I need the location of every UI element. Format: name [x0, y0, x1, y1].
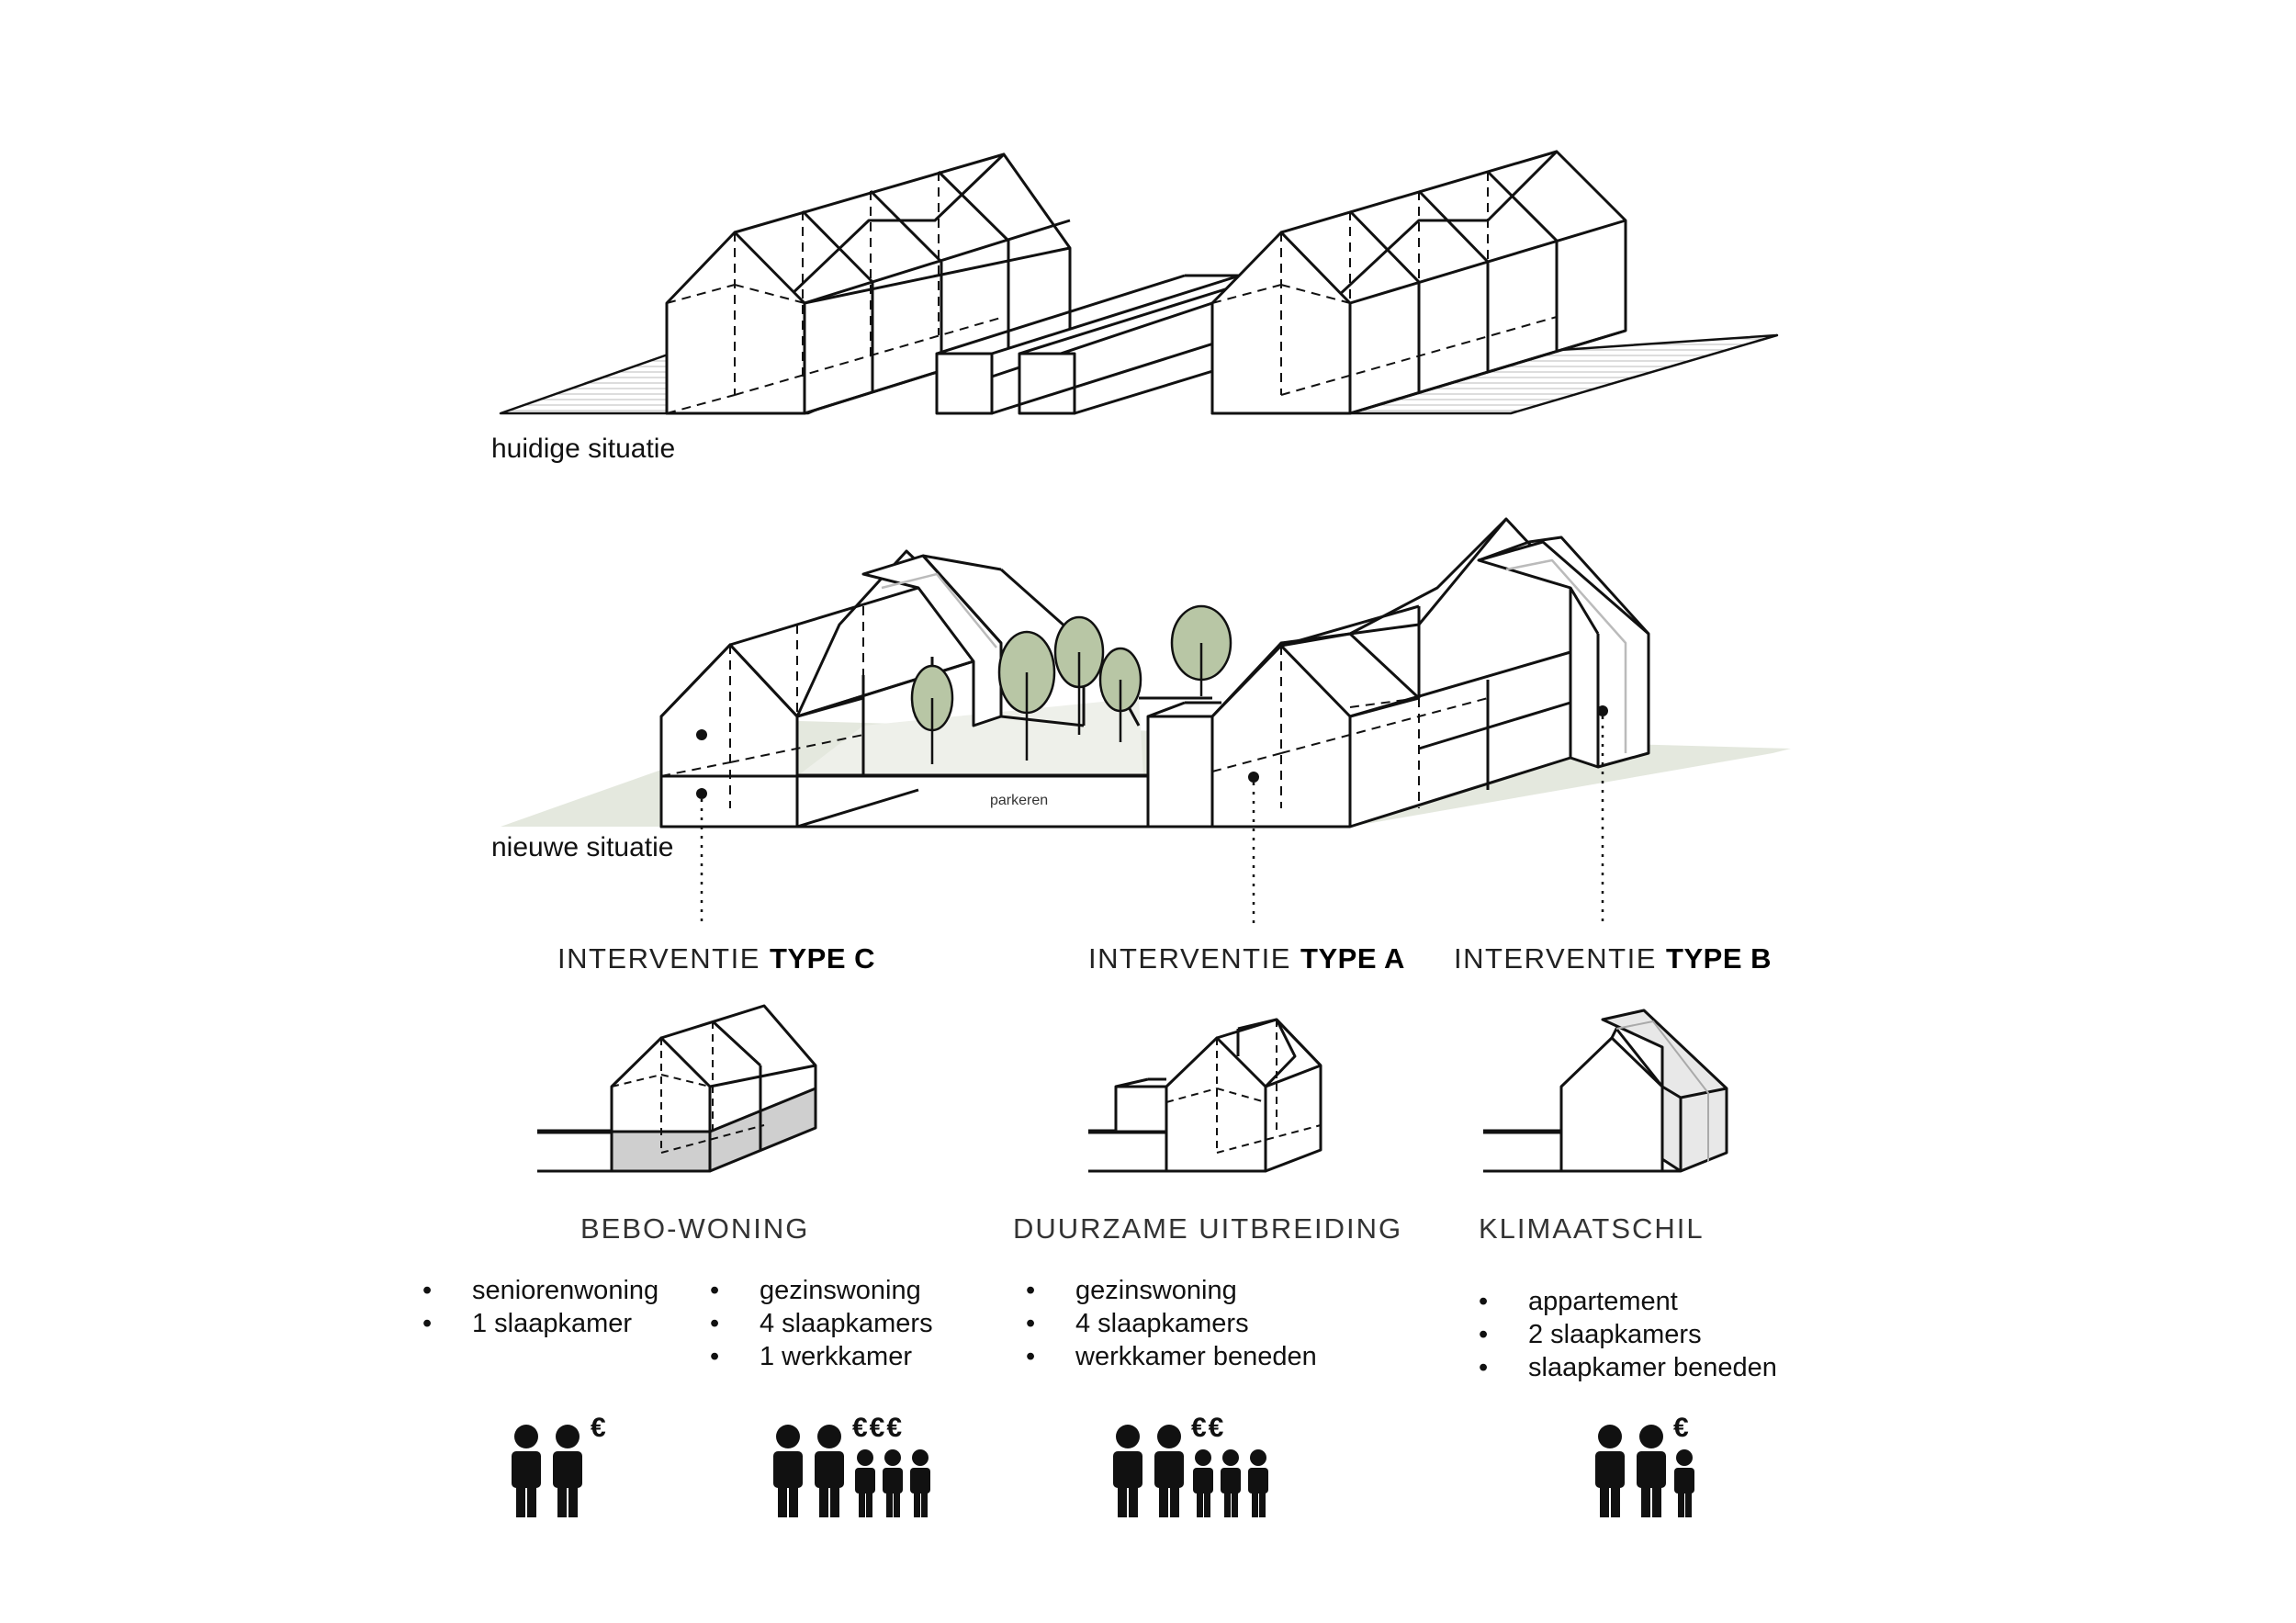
- child-icon: [1248, 1449, 1268, 1517]
- list-item: 2 slaapkamers: [1479, 1318, 1777, 1351]
- child-icon: [1674, 1449, 1694, 1517]
- adult-icon: [553, 1425, 582, 1517]
- euro-cost-senior: €: [591, 1413, 608, 1443]
- courtyard-trees: [910, 604, 1232, 764]
- household-apartment: [1595, 1425, 1694, 1517]
- tree: [997, 630, 1056, 761]
- type-c-prefix: INTERVENTIE: [557, 942, 771, 975]
- current-middle-blocks: [935, 274, 1242, 415]
- child-icon: [910, 1449, 930, 1517]
- type-c-diagram: [537, 1004, 817, 1173]
- list-item: seniorenwoning: [422, 1274, 658, 1307]
- list-item: 1 slaapkamer: [422, 1307, 658, 1340]
- type-b-title: KLIMAATSCHIL: [1479, 1212, 1705, 1245]
- type-a-diagram: [1088, 1018, 1322, 1173]
- child-icon: [855, 1449, 875, 1517]
- child-icon: [883, 1449, 903, 1517]
- list-item: gezinswoning: [1026, 1274, 1317, 1307]
- type-b-heading: INTERVENTIE TYPE B: [1454, 942, 1772, 975]
- tree: [1170, 604, 1232, 696]
- adult-icon: [815, 1425, 844, 1517]
- type-c-family-list: gezinswoning 4 slaapkamers 1 werkkamer: [710, 1274, 933, 1373]
- new-situation-label: nieuwe situatie: [491, 832, 674, 862]
- type-b-list: appartement 2 slaapkamers slaapkamer ben…: [1479, 1285, 1777, 1384]
- list-item: 1 werkkamer: [710, 1340, 933, 1373]
- adult-icon: [1637, 1425, 1666, 1517]
- list-item: appartement: [1479, 1285, 1777, 1318]
- tree: [910, 664, 954, 764]
- euro-cost-family-c: €€€: [852, 1413, 905, 1443]
- list-item: 4 slaapkamers: [710, 1307, 933, 1340]
- list-item: werkkamer beneden: [1026, 1340, 1317, 1373]
- euro-cost-apartment: €: [1673, 1413, 1691, 1443]
- current-left-house: [665, 152, 1072, 415]
- list-item: 4 slaapkamers: [1026, 1307, 1317, 1340]
- adult-icon: [1154, 1425, 1184, 1517]
- type-a-prefix: INTERVENTIE: [1088, 942, 1301, 975]
- type-c-title: BEBO-WONING: [580, 1212, 810, 1245]
- type-a-title: DUURZAME UITBREIDING: [1013, 1212, 1403, 1245]
- type-c-label: TYPE C: [770, 942, 875, 975]
- type-c-heading: INTERVENTIE TYPE C: [557, 942, 875, 975]
- current-situation-label: huidige situatie: [491, 434, 676, 464]
- courtyard: [797, 698, 1143, 776]
- child-icon: [1221, 1449, 1241, 1517]
- household-senior: [512, 1425, 582, 1517]
- child-icon: [1193, 1449, 1213, 1517]
- leader-lines: [700, 716, 1604, 928]
- adult-icon: [773, 1425, 803, 1517]
- household-family-c: [773, 1425, 930, 1517]
- euro-cost-family-a: €€: [1191, 1413, 1226, 1443]
- people-icons: [512, 1425, 1694, 1517]
- type-b-diagram: [1483, 1009, 1728, 1173]
- current-situation-axonometric: [499, 150, 1779, 415]
- current-right-house: [1210, 150, 1627, 415]
- tree: [1053, 615, 1105, 735]
- type-b-label: TYPE B: [1666, 942, 1772, 975]
- adult-icon: [1113, 1425, 1142, 1517]
- adult-icon: [512, 1425, 541, 1517]
- list-item: gezinswoning: [710, 1274, 933, 1307]
- new-right-house: [1146, 517, 1572, 828]
- type-b-prefix: INTERVENTIE: [1454, 942, 1667, 975]
- type-a-label: TYPE A: [1300, 942, 1405, 975]
- tree: [1098, 647, 1142, 742]
- parking-label: parkeren: [990, 793, 1049, 808]
- intervention-markers: [696, 705, 1608, 799]
- household-family-a: [1113, 1425, 1268, 1517]
- type-c-senior-list: seniorenwoning 1 slaapkamer: [422, 1274, 658, 1340]
- type-a-heading: INTERVENTIE TYPE A: [1088, 942, 1405, 975]
- adult-icon: [1595, 1425, 1625, 1517]
- type-a-list: gezinswoning 4 slaapkamers werkkamer ben…: [1026, 1274, 1317, 1373]
- new-situation-axonometric: [501, 517, 1791, 928]
- list-item: slaapkamer beneden: [1479, 1351, 1777, 1384]
